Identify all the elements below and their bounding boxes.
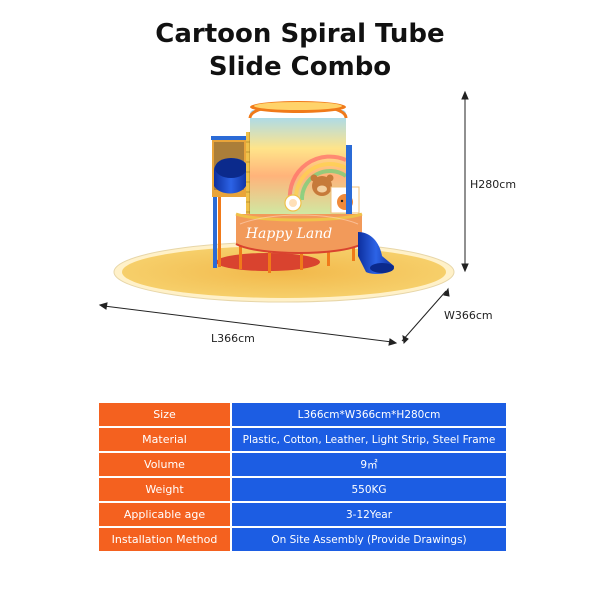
table-row: Material Plastic, Cotton, Leather, Light…: [99, 428, 506, 451]
length-dimension-line: [98, 302, 398, 346]
title-line-2: Slide Combo: [208, 52, 392, 82]
spec-label: Volume: [99, 453, 230, 476]
product-title: Cartoon Spiral Tube Slide Combo: [0, 18, 600, 84]
spec-value: 3-12Year: [232, 503, 506, 526]
table-row: Weight 550KG: [99, 478, 506, 501]
height-label: H280cm: [470, 178, 517, 191]
cat-panel: [330, 186, 360, 214]
width-dimension-line: [401, 287, 450, 345]
table-row: Installation Method On Site Assembly (Pr…: [99, 528, 506, 551]
spec-table: Size L366cm*W366cm*H280cm Material Plast…: [97, 401, 508, 553]
spec-label: Weight: [99, 478, 230, 501]
spec-label: Size: [99, 403, 230, 426]
spec-value: 550KG: [232, 478, 506, 501]
spec-value: L366cm*W366cm*H280cm: [232, 403, 506, 426]
table-row: Volume 9㎡: [99, 453, 506, 476]
main-tower: [248, 101, 348, 220]
spec-label: Installation Method: [99, 528, 230, 551]
spec-value: 9㎡: [232, 453, 506, 476]
front-ring-wall: [235, 212, 363, 254]
table-row: Size L366cm*W366cm*H280cm: [99, 403, 506, 426]
left-tube-slide: [214, 158, 248, 194]
height-dimension-line: [461, 90, 469, 273]
spec-value: Plastic, Cotton, Leather, Light Strip, S…: [232, 428, 506, 451]
spec-value: On Site Assembly (Provide Drawings): [232, 528, 506, 551]
table-row: Applicable age 3-12Year: [99, 503, 506, 526]
width-label: W366cm: [444, 309, 493, 322]
title-line-1: Cartoon Spiral Tube: [155, 19, 445, 49]
spec-label: Applicable age: [99, 503, 230, 526]
happy-land-sign: Happy Land: [245, 226, 332, 242]
side-pillar: [346, 145, 352, 220]
right-tube-slide: [358, 232, 394, 274]
spec-label: Material: [99, 428, 230, 451]
length-label: L366cm: [211, 332, 255, 345]
